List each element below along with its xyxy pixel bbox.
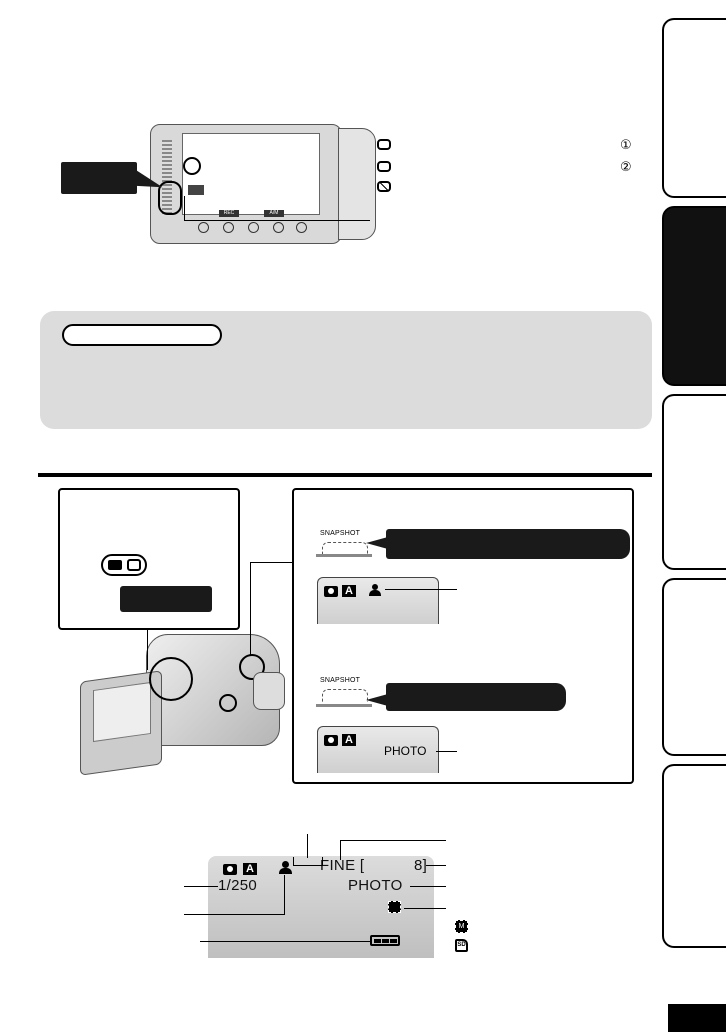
camcorder-snapshot-circle (239, 654, 265, 680)
camcorder-lens (253, 672, 285, 710)
leader-battery (200, 941, 370, 942)
stabilizer-off-icon (377, 181, 391, 192)
mode-switch-callout (120, 586, 212, 612)
side-tab-1[interactable] (662, 18, 726, 198)
leader-focus-h (184, 914, 284, 915)
full-press-callout (386, 683, 566, 711)
ok-button-circle (158, 181, 182, 215)
snapshot-label-2: SNAPSHOT (320, 677, 361, 684)
photo-mode-icon (127, 559, 141, 571)
circle-number-1: ① (620, 137, 632, 152)
top-callout-box (61, 162, 137, 194)
cam-button-label-am: A/M (264, 210, 284, 217)
auto-mode-icon: A (342, 585, 356, 597)
lcd-shutter-speed: 1/250 (218, 877, 258, 894)
camera-slider-strip (162, 140, 172, 216)
camera-side-lens (338, 128, 376, 240)
side-tab-4[interactable] (662, 578, 726, 756)
section-divider (38, 473, 652, 477)
leader-focus (385, 589, 457, 590)
leader-quality-v (340, 840, 341, 860)
page-corner-bar (668, 1004, 726, 1032)
leader-bracket-v (307, 834, 308, 858)
snapshot-label-1: SNAPSHOT (320, 530, 361, 537)
camera-icon (324, 735, 338, 746)
legend-built-in-icon: M (455, 920, 468, 933)
lcd-photo-text: PHOTO (384, 744, 427, 758)
auto-mode-icon: A (342, 734, 356, 746)
mode-switch[interactable] (101, 554, 147, 576)
side-tab-5[interactable] (662, 764, 726, 948)
lcd-remaining-count: 8] (414, 857, 428, 874)
stabilizer-highlight-circle (183, 157, 201, 175)
leader-count (426, 865, 446, 866)
camcorder-mode-circle (149, 657, 193, 701)
cam-button-label-rec: REC (219, 210, 239, 217)
leader-mode-v (147, 630, 148, 670)
legend-sd-icon: SD (455, 939, 468, 952)
auto-mode-icon: A (243, 863, 257, 875)
leader-shutter (184, 886, 218, 887)
leader-bracket (293, 857, 323, 866)
camera-button-row (198, 222, 308, 233)
lcd-photo-mode: PHOTO (348, 877, 403, 894)
side-tab-3[interactable] (662, 394, 726, 570)
camera-icon (324, 586, 338, 597)
leader-line-top (184, 220, 370, 221)
circle-number-2: ② (620, 159, 632, 174)
camcorder-lcd-screen (93, 681, 151, 743)
focus-person-icon (369, 584, 381, 596)
stabilizer-icon-1 (377, 139, 391, 150)
tip-label-pill (62, 324, 222, 346)
snapshot-base-2 (316, 704, 372, 707)
video-mode-icon (108, 560, 122, 570)
camera-icon (223, 864, 237, 875)
lcd-preview-1: A (317, 577, 439, 624)
camcorder-dial (219, 694, 237, 712)
media-built-in-icon (388, 901, 401, 913)
leader-quality-h (340, 840, 446, 841)
lcd-preview-2: A PHOTO (317, 726, 439, 773)
leader-focus-v (284, 875, 285, 915)
stabilizer-icon-2 (377, 161, 391, 172)
snapshot-button-full[interactable] (322, 689, 368, 702)
focus-person-icon (279, 861, 292, 874)
leader-media (404, 908, 446, 909)
leader-snap-h (250, 562, 292, 563)
battery-icon (370, 935, 400, 946)
legend-sd-text: SD (457, 942, 466, 948)
half-press-callout (386, 529, 630, 559)
half-press-pointer (366, 537, 388, 549)
camera-lcd-screen (182, 133, 320, 215)
full-press-pointer (366, 694, 388, 706)
leader-photo (436, 751, 457, 752)
snapshot-base-1 (316, 554, 372, 557)
leader-mode (410, 886, 446, 887)
lcd-quality-text: FINE [ (320, 857, 365, 874)
leader-snap-v (250, 562, 251, 656)
leader-line-top-v (184, 196, 185, 221)
legend-built-in-text: M (458, 923, 465, 930)
mode-icon-on-screen (188, 185, 204, 195)
side-tab-2[interactable] (662, 206, 726, 386)
